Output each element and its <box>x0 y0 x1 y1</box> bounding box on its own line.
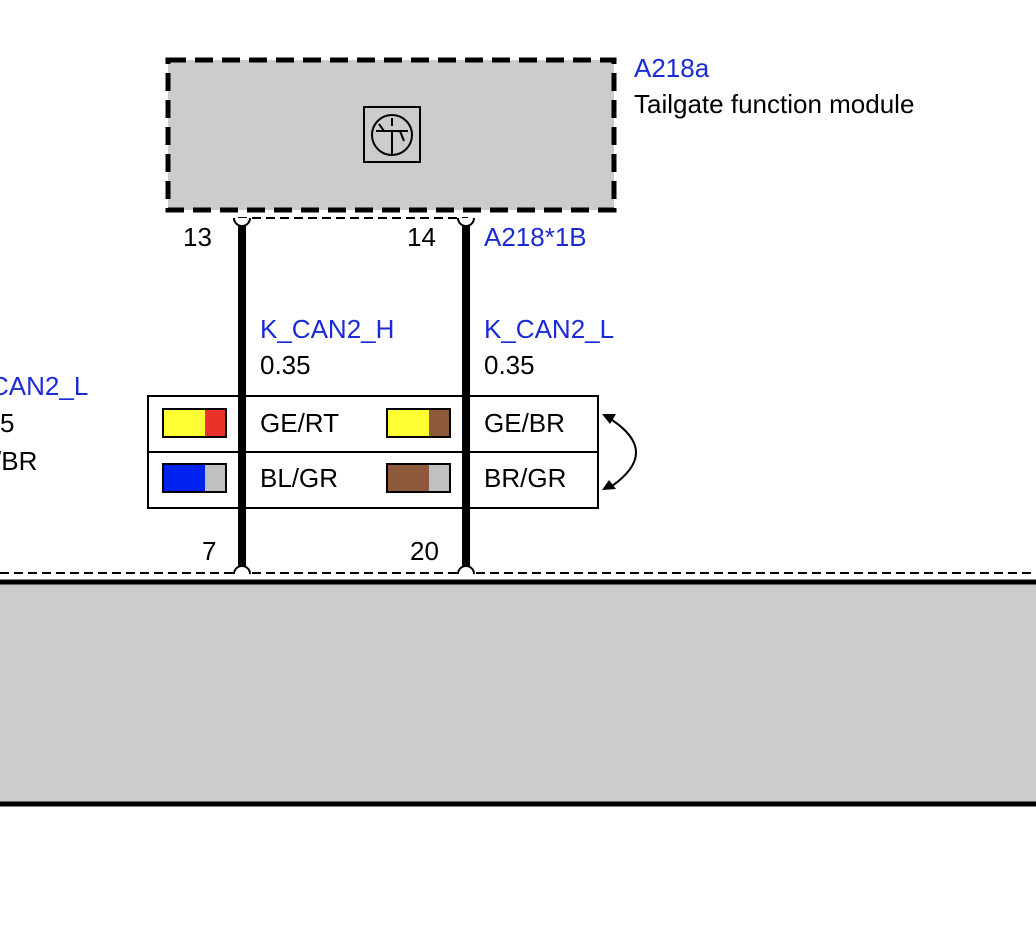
pin-terminal-7 <box>233 565 251 575</box>
pin-7-label: 7 <box>202 536 216 566</box>
wire-right-gauge: 0.35 <box>484 350 535 380</box>
code-br-gr: BR/GR <box>484 463 566 493</box>
swatch-bl-gr <box>162 463 227 493</box>
transistor-icon <box>363 106 421 163</box>
pin-terminal-13 <box>233 217 251 227</box>
wire-left-gauge: 0.35 <box>260 350 311 380</box>
pin-13-label: 13 <box>183 222 212 252</box>
code-bl-gr: BL/GR <box>260 463 338 493</box>
code-ge-br: GE/BR <box>484 408 565 438</box>
wire-left-signal: K_CAN2_H <box>260 314 394 344</box>
pin-terminal-20 <box>457 565 475 575</box>
cutoff-signal: CAN2_L <box>0 371 88 401</box>
pin-terminal-14 <box>457 217 475 227</box>
module-top-id: A218a <box>634 53 710 83</box>
module-a218a[interactable] <box>165 57 617 213</box>
double-arrow-icon <box>602 414 637 490</box>
swatch-ge-rt <box>162 408 227 438</box>
module-bottom[interactable] <box>0 579 1036 807</box>
pin-14-label: 14 <box>407 222 436 252</box>
wire-right-signal: K_CAN2_L <box>484 314 614 344</box>
module-top-name: Tailgate function module <box>634 89 914 119</box>
connector-top-id: A218*1B <box>484 222 587 252</box>
pin-20-label: 20 <box>410 536 439 566</box>
cutoff-code: /BR <box>0 446 37 476</box>
module-bottom-box <box>0 579 1036 807</box>
code-ge-rt: GE/RT <box>260 408 339 438</box>
swatch-br-gr <box>386 463 451 493</box>
swatch-ge-br <box>386 408 451 438</box>
cutoff-gauge: 5 <box>0 408 14 438</box>
wire-color-table: GE/RT GE/BR BL/GR BR/GR <box>147 395 599 509</box>
